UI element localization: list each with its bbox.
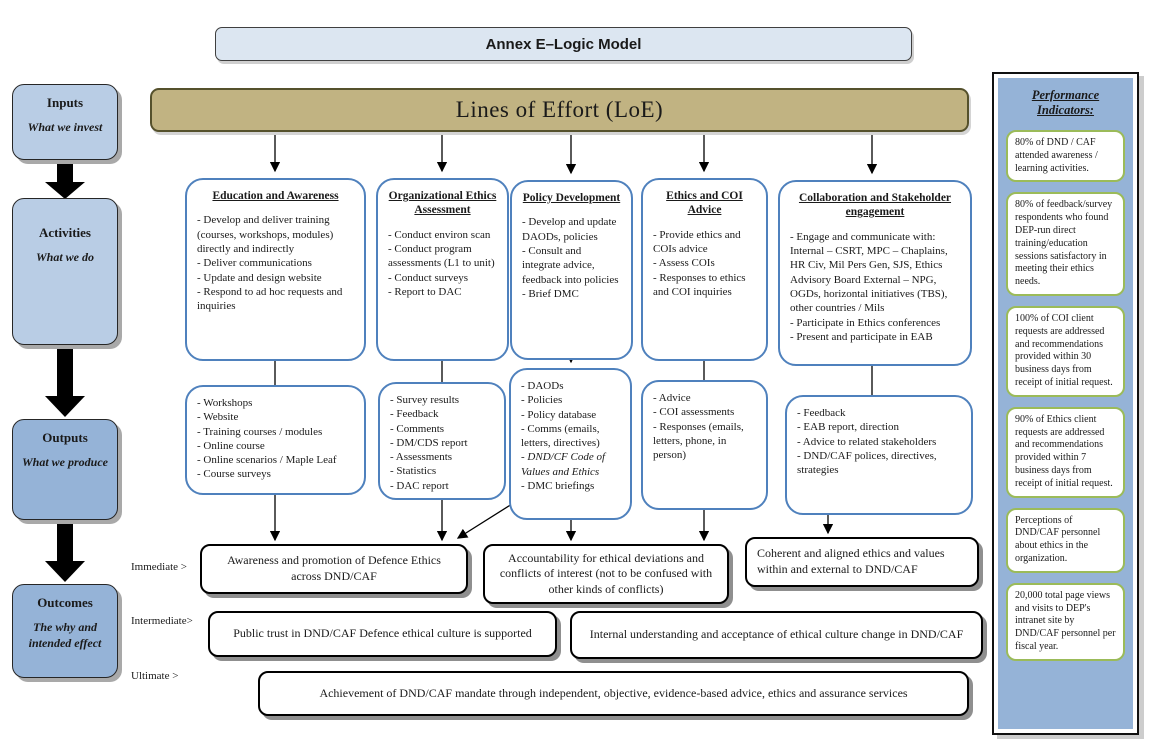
flow-box-outcomes: Outcomes The why and intended effect [12,584,118,678]
indicator-perceptions: Perceptions of DND/CAF personnel about e… [1006,507,1125,573]
outputs-org-ethics-assessment-items: - Survey results - Feedback - Comments -… [390,394,468,492]
outcome-public-trust: Public trust in DND/CAF Defence ethical … [208,611,557,657]
flow-box-outputs: Outputs What we produce [12,419,118,520]
loe-header: Lines of Effort (LoE) [150,88,969,132]
activities-policy-development-title: Policy Development [522,192,621,204]
activities-education-awareness-items: - Develop and deliver training (courses,… [197,214,343,313]
indicator-feedback-survey: 80% of feedback/survey respondents who f… [1006,192,1125,296]
activities-collaboration-stakeholder-items: - Engage and communicate with: Internal … [790,230,948,343]
indicator-page-views: 20,000 total page views and visits to DE… [1006,582,1125,661]
indicator-ethics-requests: 90% of Ethics client requests are addres… [1006,406,1125,498]
flow-box-outcomes-label: Outcomes [37,595,93,610]
ultimate-label: Ultimate > [131,670,179,682]
activities-policy-development-items: - Develop and update DAODs, policies - C… [522,216,619,300]
outcome-coherent-aligned: Coherent and aligned ethics and values w… [745,537,979,587]
flow-box-outputs-label: Outputs [42,430,88,445]
outcome-awareness-promotion: Awareness and promotion of Defence Ethic… [200,544,468,594]
outcome-accountability: Accountability for ethical deviations an… [483,544,729,604]
activities-ethics-coi-advice-items: - Provide ethics and COIs advice - Asses… [653,228,746,298]
outputs-org-ethics-assessment: - Survey results - Feedback - Comments -… [378,382,506,500]
flow-box-inputs-label: Inputs [46,95,84,110]
flow-box-activities-sub: What we do [35,250,94,264]
outputs-collaboration-stakeholder-items: - Feedback - EAB report, direction - Adv… [797,407,937,477]
outputs-ethics-coi-advice-items: - Advice - COI assessments - Responses (… [653,392,744,462]
immediate-label: Immediate > [131,561,187,573]
activities-org-ethics-assessment: Organizational Ethics Assessment - Condu… [376,178,509,361]
outputs-ethics-coi-advice: - Advice - COI assessments - Responses (… [641,380,768,510]
flow-box-inputs: Inputs What we invest [12,84,118,160]
activities-education-awareness: Education and Awareness - Develop and de… [185,178,366,361]
flow-box-outcomes-sub: The why and intended effect [28,620,102,650]
flow-box-outputs-sub: What we produce [21,455,108,469]
activities-ethics-coi-advice-title: Ethics and COI Advice [666,190,743,217]
activities-collaboration-stakeholder: Collaboration and Stakeholder engagement… [778,180,972,366]
performance-indicators-panel: Performance Indicators: 80% of DND / CAF… [992,72,1139,735]
flow-box-activities-label: Activities [39,225,91,240]
outputs-policy-development-dmc-briefings: - DMC briefings [521,480,595,493]
activities-ethics-coi-advice: Ethics and COI Advice - Provide ethics a… [641,178,768,361]
outputs-policy-development-items: - DAODs - Policies - Policy database - C… [521,380,600,450]
page-title: Annex E–Logic Model [215,27,912,61]
activities-org-ethics-assessment-title: Organizational Ethics Assessment [388,190,497,217]
intermediate-label: Intermediate> [131,615,193,627]
outcome-mandate-achievement: Achievement of DND/CAF mandate through i… [258,671,969,716]
performance-indicators-title: Performance Indicators: [1031,88,1100,117]
performance-indicators-inner: Performance Indicators: 80% of DND / CAF… [998,78,1133,729]
indicator-coi-requests: 100% of COI client requests are addresse… [1006,305,1125,397]
flow-box-activities: Activities What we do [12,198,118,345]
indicator-attended-awareness: 80% of DND / CAF attended awareness / le… [1006,130,1125,183]
outputs-collaboration-stakeholder: - Feedback - EAB report, direction - Adv… [785,395,973,515]
activities-education-awareness-title: Education and Awareness [212,190,339,202]
flow-box-inputs-sub: What we invest [27,120,103,134]
outputs-policy-development-code-of-ethics: - DND/CF Code of Values and Ethics [521,451,606,478]
outcome-internal-understanding: Internal understanding and acceptance of… [570,611,983,659]
activities-policy-development: Policy Development - Develop and update … [510,180,633,360]
outputs-education-awareness-items: - Workshops - Website - Training courses… [197,397,337,481]
activities-collaboration-stakeholder-title: Collaboration and Stakeholder engagement [798,192,952,219]
activities-org-ethics-assessment-items: - Conduct environ scan - Conduct program… [388,228,495,298]
outputs-policy-development: - DAODs - Policies - Policy database - C… [509,368,632,520]
outputs-education-awareness: - Workshops - Website - Training courses… [185,385,366,495]
